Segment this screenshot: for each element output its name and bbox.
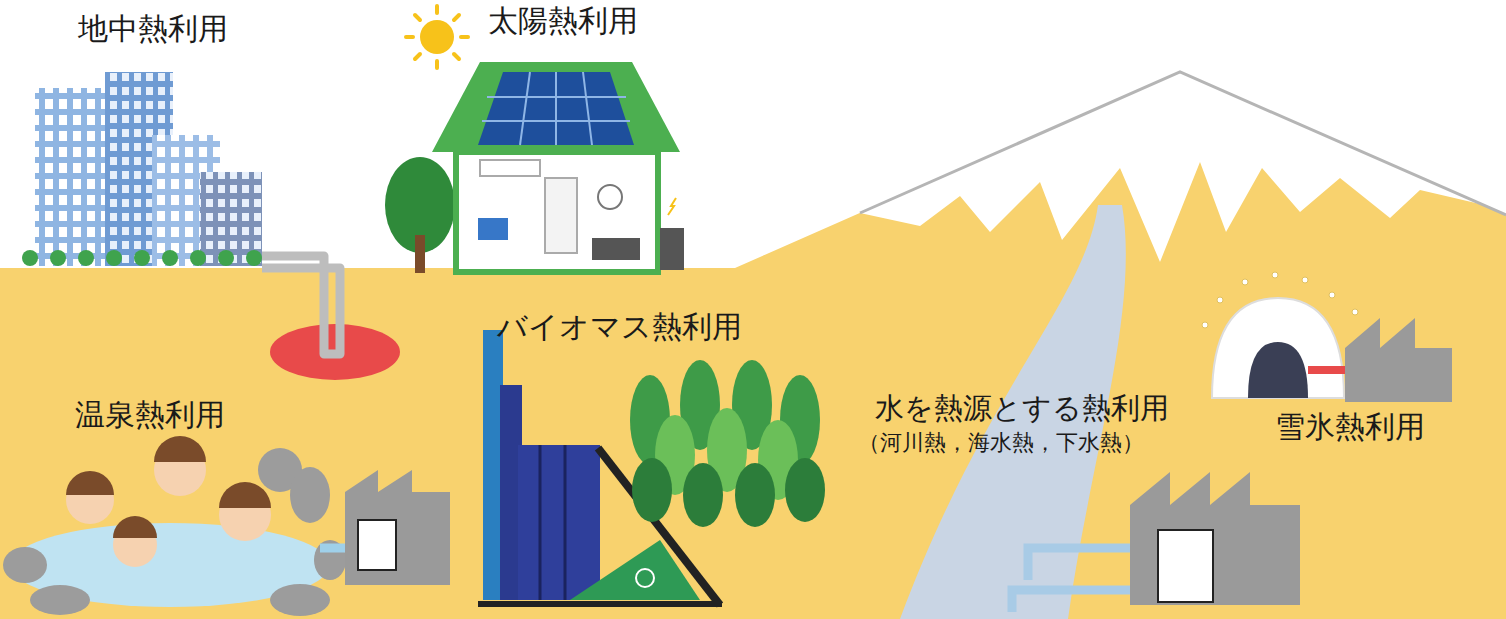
geothermal-label: 地中熱利用 [78, 12, 228, 47]
biomass-label: バイオマス熱利用 [497, 310, 742, 345]
ground-pipe [262, 256, 340, 354]
water-heat-plant [1012, 472, 1300, 612]
biomass-plant [478, 330, 722, 605]
mountain-outline [860, 72, 1506, 215]
forest [630, 360, 825, 527]
water-source-label: （河川熱，海水熱，下水熱） [858, 430, 1144, 455]
snow-ice-label: 雪氷熱利用 [1275, 410, 1425, 445]
sun [406, 6, 468, 68]
hot-spring-label: 温泉熱利用 [75, 398, 225, 433]
solar-house [385, 62, 684, 273]
snow-storage [1202, 272, 1452, 402]
office-buildings [22, 72, 262, 266]
water-heat-label: 水を熱源とする熱利用 [875, 392, 1169, 425]
hot-spring [3, 436, 450, 616]
snow-cap [860, 72, 1480, 262]
solar-label: 太陽熱利用 [488, 4, 638, 39]
ground [0, 72, 1506, 619]
